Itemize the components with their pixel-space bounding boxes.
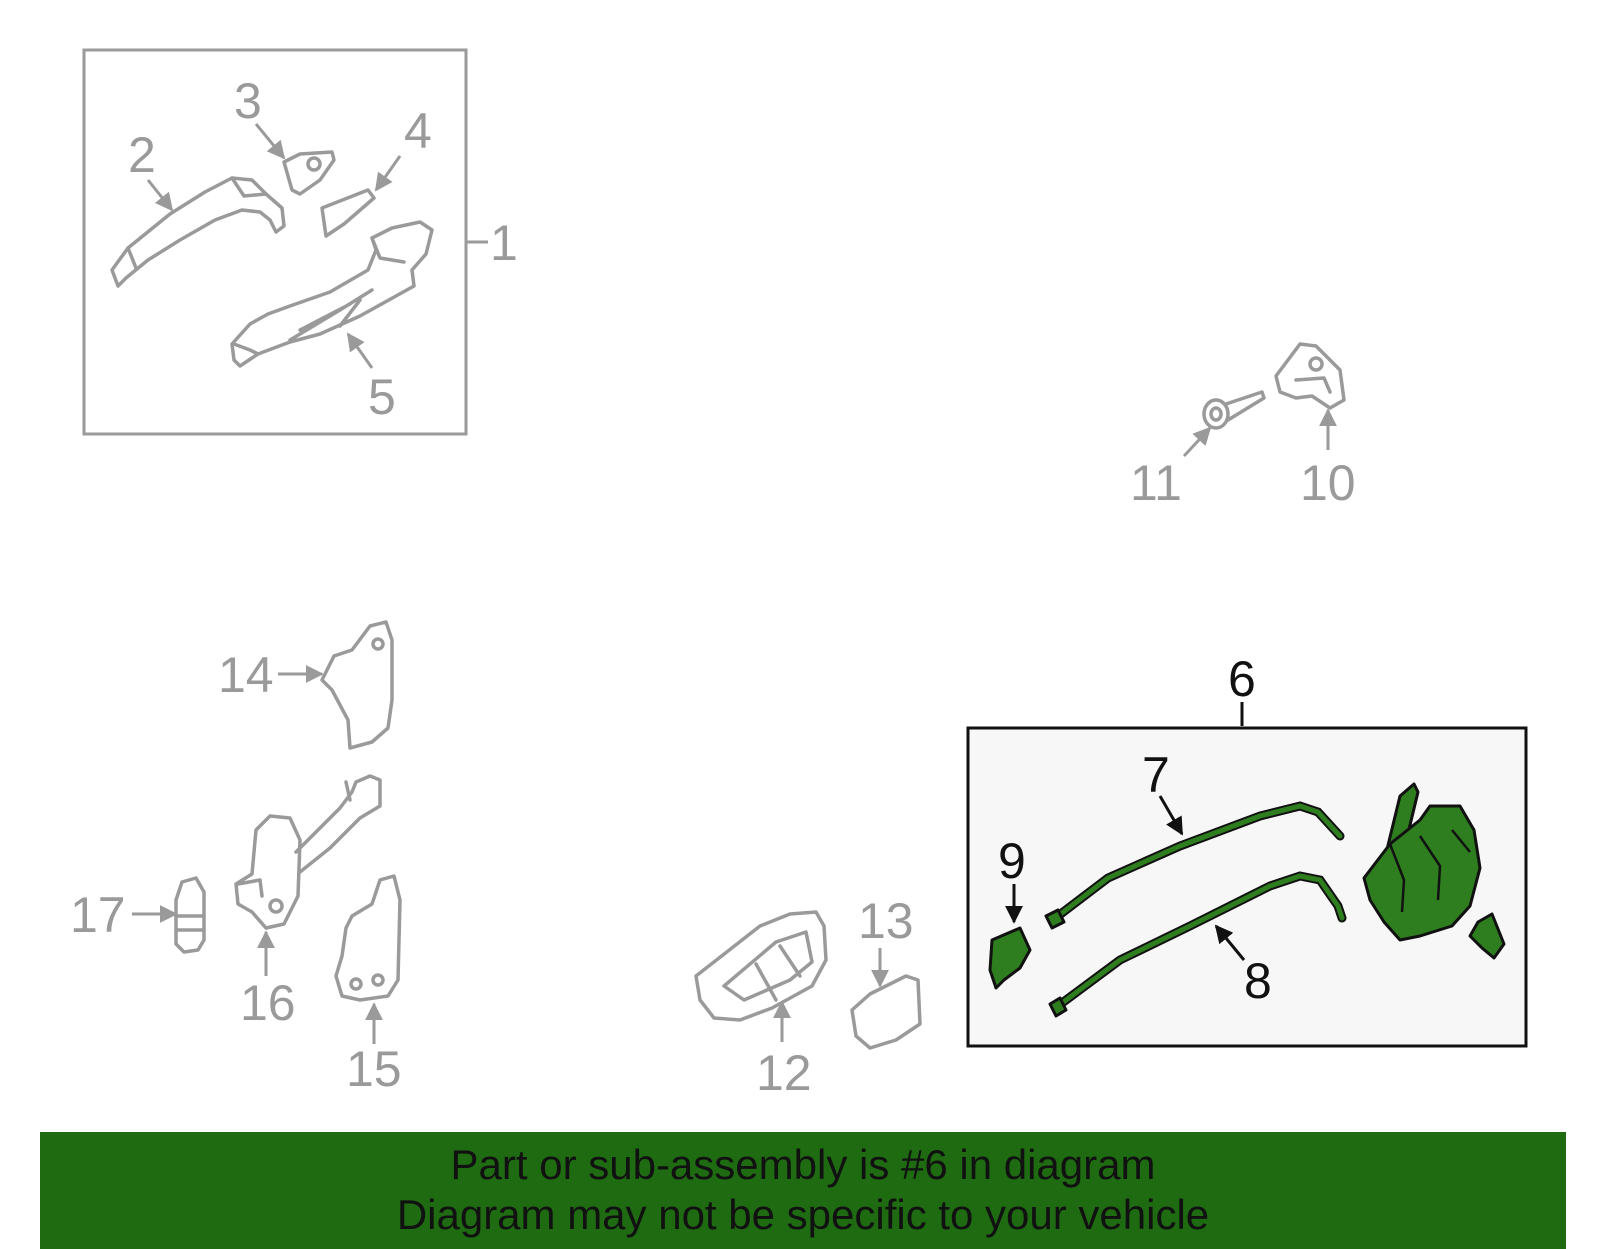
banner-line-2: Diagram may not be specific to your vehi… bbox=[396, 1191, 1210, 1238]
callout-13[interactable]: 13 bbox=[858, 893, 914, 949]
assembly-1-box bbox=[82, 48, 468, 436]
callout-15[interactable]: 15 bbox=[346, 1041, 402, 1097]
callout-7[interactable]: 7 bbox=[1142, 747, 1170, 803]
callout-11[interactable]: 11 bbox=[1130, 455, 1182, 511]
callout-2[interactable]: 2 bbox=[128, 127, 156, 183]
callout-3[interactable]: 3 bbox=[234, 73, 262, 129]
door-latch-assembly-icon[interactable] bbox=[1362, 782, 1506, 960]
callout-1[interactable]: 1 bbox=[490, 215, 518, 271]
outer-handle-icon[interactable] bbox=[110, 176, 286, 288]
callout-6[interactable]: 6 bbox=[1228, 651, 1256, 707]
clip-icon[interactable] bbox=[174, 876, 206, 954]
screw-icon[interactable] bbox=[1202, 390, 1266, 430]
callout-17[interactable]: 17 bbox=[70, 887, 126, 943]
info-banner: Part or sub-assembly is #6 in diagram Di… bbox=[40, 1132, 1566, 1249]
hinge-bracket-icon[interactable] bbox=[320, 620, 394, 750]
callout-5[interactable]: 5 bbox=[368, 369, 396, 425]
door-check-icon[interactable] bbox=[234, 774, 382, 930]
upper-cable-icon[interactable] bbox=[1044, 801, 1345, 930]
callout-14[interactable]: 14 bbox=[218, 647, 274, 703]
banner-line-1: Part or sub-assembly is #6 in diagram bbox=[450, 1141, 1156, 1188]
lower-hinge-icon[interactable] bbox=[334, 874, 402, 1002]
callout-16[interactable]: 16 bbox=[240, 975, 296, 1031]
striker-icon[interactable] bbox=[1274, 342, 1346, 410]
callout-9[interactable]: 9 bbox=[998, 833, 1026, 889]
bezel-icon[interactable] bbox=[850, 974, 922, 1050]
handle-cap-icon[interactable] bbox=[282, 150, 336, 196]
latch-cover-icon[interactable] bbox=[988, 926, 1032, 990]
callout-8[interactable]: 8 bbox=[1244, 953, 1272, 1009]
handle-bracket-icon[interactable] bbox=[230, 220, 434, 368]
gasket-icon[interactable] bbox=[320, 188, 376, 238]
callout-12[interactable]: 12 bbox=[756, 1045, 812, 1101]
lower-cable-icon[interactable] bbox=[1048, 871, 1347, 1018]
callout-10[interactable]: 10 bbox=[1300, 455, 1356, 511]
inside-handle-icon[interactable] bbox=[694, 910, 828, 1022]
callout-4[interactable]: 4 bbox=[404, 103, 432, 159]
